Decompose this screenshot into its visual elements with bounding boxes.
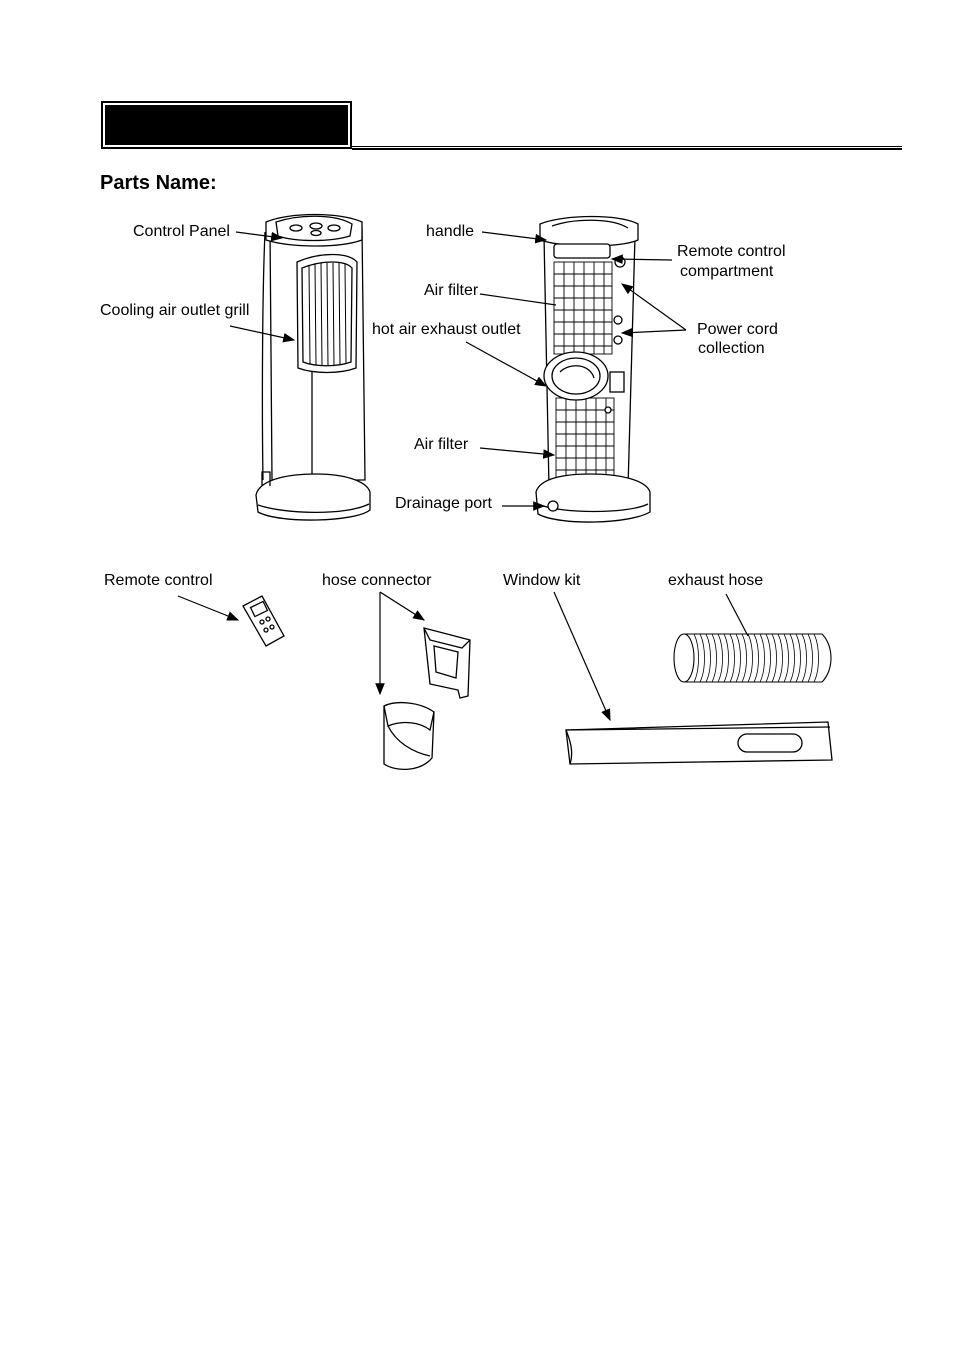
arrow-air-filter-bottom [480, 448, 554, 455]
back-unit-top [540, 217, 638, 247]
back-unit [536, 217, 650, 523]
front-unit-base [256, 474, 370, 520]
window-kit-drawing [566, 722, 832, 764]
arrow-hot-air-exhaust [466, 342, 546, 386]
label-power-cord-1: Power cord [697, 320, 778, 340]
label-hose-connector: hose connector [322, 571, 431, 591]
label-air-filter-bottom: Air filter [414, 435, 468, 455]
label-remote-compartment-1: Remote control [677, 242, 786, 262]
label-drainage-port: Drainage port [395, 494, 492, 514]
arrow-exhaust-hose [726, 594, 748, 636]
label-remote-control: Remote control [104, 571, 213, 591]
exhaust-hose-drawing [674, 634, 831, 682]
label-hot-air-exhaust: hot air exhaust outlet [372, 320, 521, 340]
label-air-filter-top: Air filter [424, 281, 478, 301]
label-cooling-grill: Cooling air outlet grill [100, 301, 249, 321]
label-remote-compartment-2: compartment [680, 262, 773, 282]
back-handle [554, 244, 610, 258]
remote-control-drawing [243, 596, 284, 646]
arrow-handle [482, 232, 546, 240]
back-unit-base [536, 474, 650, 522]
drainage-port-knob [548, 501, 558, 511]
label-handle: handle [426, 222, 474, 242]
label-window-kit: Window kit [503, 571, 580, 591]
front-unit [256, 215, 370, 521]
hose-connector-drawing [384, 628, 470, 769]
label-power-cord-2: collection [698, 339, 765, 359]
label-exhaust-hose: exhaust hose [668, 571, 763, 591]
label-control-panel: Control Panel [133, 222, 230, 242]
arrow-remote-control [178, 596, 238, 620]
arrow-window-kit [554, 592, 610, 720]
arrow-hose-connector-1 [380, 592, 424, 620]
